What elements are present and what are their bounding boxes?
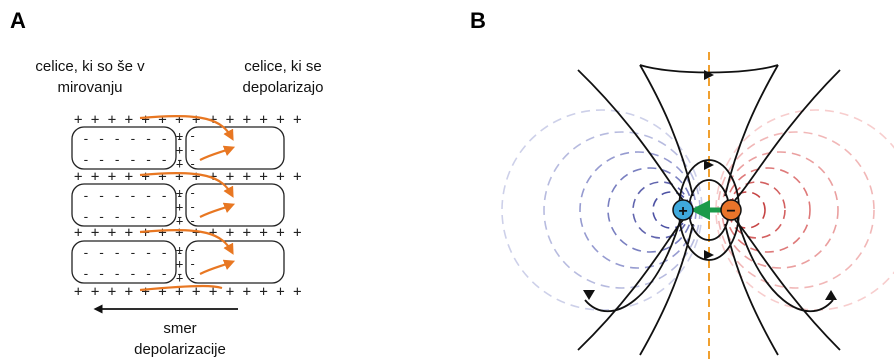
svg-text:+: +: [176, 129, 183, 143]
minus-row: - - - - - - -: [82, 132, 184, 147]
minus-sign-rows: - - - - - - - - - - - - - - - - - - - - …: [82, 132, 184, 282]
current-arrow: [199, 259, 236, 275]
svg-text:+: +: [176, 271, 183, 285]
current-arrow: [139, 171, 234, 198]
resting-cells-label-line1: celice, ki so še v: [35, 58, 145, 75]
arrowhead: [583, 290, 595, 300]
panel-a-letter: A: [10, 8, 26, 33]
depolarizing-cell: [185, 240, 285, 284]
svg-text:-: -: [189, 200, 196, 214]
svg-text:+: +: [176, 214, 183, 228]
positive-charge: +: [672, 199, 694, 221]
resting-cells-label-line2: mirovanju: [57, 79, 123, 96]
svg-text:-: -: [189, 129, 196, 143]
plus-row: + + + + + + + + + + + + + +: [74, 284, 302, 300]
field-line: [734, 69, 841, 201]
svg-text:-: -: [189, 143, 196, 157]
field-line: [724, 64, 779, 197]
resting-cells-label: celice, ki so še v mirovanju: [2, 56, 178, 98]
svg-text:+: +: [176, 157, 183, 171]
field-line: [639, 223, 694, 356]
resting-cell: [71, 126, 177, 170]
positive-charge-symbol: +: [678, 203, 687, 220]
current-arrow: [139, 228, 234, 255]
field-arrowheads: [583, 70, 837, 300]
current-arrow: [199, 145, 236, 161]
svg-text:+: +: [176, 243, 183, 257]
equipotential-circle: [725, 167, 811, 253]
equipotential-circle: [501, 109, 703, 311]
svg-text:-: -: [189, 243, 196, 257]
resting-cell: [71, 183, 177, 227]
negative-equipotential-lines: [501, 109, 703, 311]
negative-charge: −: [720, 199, 742, 221]
field-line: [577, 69, 684, 201]
svg-text:-: -: [189, 271, 196, 285]
front-signs: +++ +++ +++ --- --- ---: [176, 129, 196, 285]
depolarizing-cell: [185, 126, 285, 170]
minus-row: - - - - - - -: [82, 189, 184, 204]
arrowhead: [704, 160, 714, 170]
depolarization-direction-label: smer depolarizacije: [110, 318, 250, 360]
svg-text:-: -: [189, 214, 196, 228]
equipotential-circle: [728, 191, 766, 229]
svg-text:+: +: [176, 186, 183, 200]
arrowhead: [704, 70, 714, 80]
field-line: [577, 219, 684, 351]
svg-text:+: +: [176, 257, 183, 271]
negative-charge-circle: [720, 199, 742, 221]
current-arrow: [199, 202, 236, 218]
depolarizing-cell: [185, 183, 285, 227]
plus-row: + + + + + + + + + + + + + +: [74, 112, 302, 128]
depolarizing-cells-label-line1: celice, ki se: [244, 58, 322, 75]
panel-b-letter: B: [470, 8, 486, 33]
direction-label-line1: smer: [163, 320, 197, 337]
panel-b-dipole-field: + −: [501, 52, 894, 361]
svg-text:-: -: [189, 157, 196, 171]
field-line: [724, 223, 779, 356]
panel-a-cell-diagram: + + + + + + + + + + + + + + + + + + + + …: [71, 112, 302, 314]
resting-cell: [71, 240, 177, 284]
field-line: [639, 64, 694, 197]
minus-row: - - - - - - -: [82, 246, 184, 261]
minus-row: - - - - - - -: [82, 210, 184, 225]
arrowhead: [704, 250, 714, 260]
minus-row: - - - - - - -: [82, 267, 184, 282]
svg-text:+: +: [176, 143, 183, 157]
field-line: [584, 209, 684, 312]
current-arrow: [139, 284, 223, 292]
svg-text:-: -: [189, 257, 196, 271]
minus-row: - - - - - - -: [82, 153, 184, 168]
svg-text:-: -: [189, 186, 196, 200]
current-arrows: [139, 114, 236, 292]
depolarizing-cells-label-line2: depolarizajo: [242, 79, 324, 96]
plus-row: + + + + + + + + + + + + + +: [74, 169, 302, 185]
equipotential-circle: [728, 181, 786, 239]
plus-row: + + + + + + + + + + + + + +: [74, 225, 302, 241]
field-line: [734, 219, 841, 351]
depolarizing-cells-label: celice, ki se depolarizajo: [218, 56, 348, 98]
current-arrow: [139, 114, 234, 141]
svg-text:+: +: [176, 200, 183, 214]
arrowhead: [825, 290, 837, 300]
negative-charge-symbol: −: [726, 203, 735, 220]
positive-charge-circle: [672, 199, 694, 221]
field-line: [734, 209, 834, 312]
direction-label-line2: depolarizacije: [134, 341, 226, 358]
plus-sign-rows: + + + + + + + + + + + + + + + + + + + + …: [74, 112, 302, 300]
